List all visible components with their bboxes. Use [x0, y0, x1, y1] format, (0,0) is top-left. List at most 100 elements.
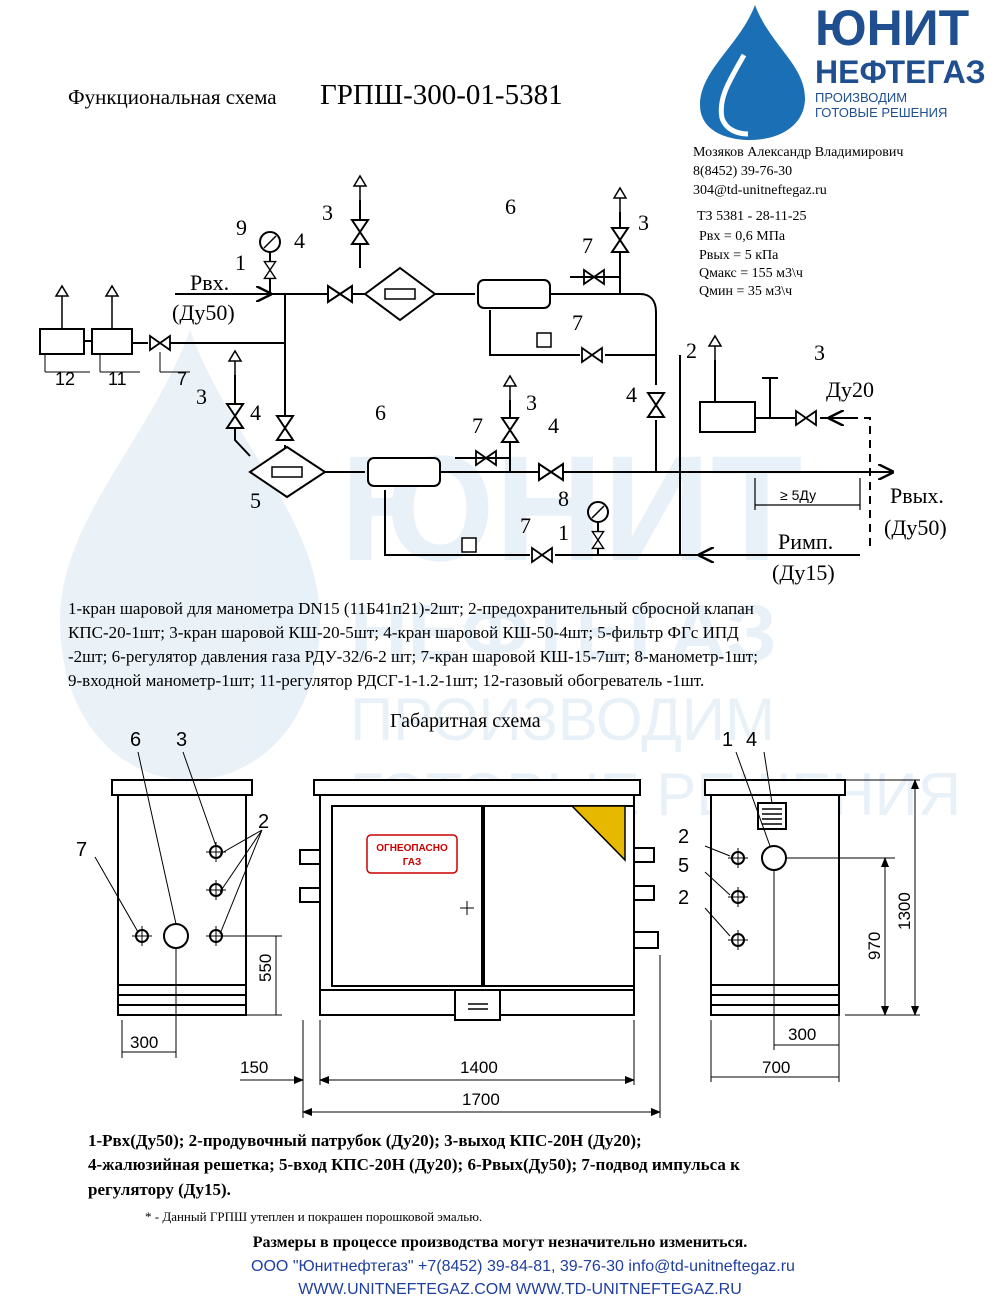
outlet-size: (Ду50): [884, 515, 947, 540]
warning-sticker-icon: [570, 805, 626, 862]
svg-text:НЕФТЕГАЗ: НЕФТЕГАЗ: [350, 588, 777, 677]
callout-1-low: 1: [558, 520, 569, 545]
callout-right-4: 4: [746, 729, 757, 751]
watermark: ЮНИТ НЕФТЕГАЗ ПРОИЗВОДИМ ГОТОВЫЕ РЕШЕНИЯ: [60, 330, 961, 828]
impulse-size: (Ду15): [772, 560, 835, 585]
callout-right-2b: 2: [678, 887, 689, 909]
callout-left-6: 6: [130, 729, 141, 751]
callout-3-right: 3: [638, 210, 649, 235]
side-view-right-dims: [704, 751, 920, 1082]
callout-7-bottom: 7: [472, 413, 483, 438]
logo-slogan-2: ГОТОВЫЕ РЕШЕНИЯ: [815, 105, 947, 120]
warning-sign: [366, 834, 458, 874]
legend-line: -2шт; 6-регулятор давления газа РДУ-32/6…: [68, 647, 758, 666]
logo-slogan-1: ПРОИЗВОДИМ: [815, 90, 907, 105]
dim-1700: 1700: [462, 1090, 500, 1109]
logo-drop-icon: [700, 5, 805, 140]
functional-schematic: [130, 294, 892, 555]
callout-9: 9: [236, 215, 247, 240]
dim-970: 970: [865, 932, 884, 960]
heater-icon: [39, 328, 85, 355]
dim-300-right: 300: [788, 1025, 816, 1044]
component-legend: 1-кран шаровой для манометра DN15 (11Б41…: [68, 599, 758, 690]
small-regulator-icon: [91, 328, 133, 355]
callout-4-left: 4: [250, 400, 261, 425]
dim-1300: 1300: [895, 892, 914, 930]
distance-label: ≥ 5Ду: [780, 487, 816, 503]
callout-left-3: 3: [176, 729, 187, 751]
dim-1400: 1400: [460, 1058, 498, 1077]
legend-line: 9-входной манометр-1шт; 11-регулятор РДС…: [68, 671, 704, 690]
spec-tz: ТЗ 5381 - 28-11-25: [697, 209, 807, 224]
specs-block: ТЗ 5381 - 28-11-25 Рвх = 0,6 МПа Рвых = …: [697, 209, 807, 299]
callout-right-5: 5: [678, 855, 689, 877]
valve-number: 7: [177, 369, 187, 389]
title-prefix: Функциональная схема: [68, 85, 277, 109]
callout-5: 5: [250, 488, 261, 513]
overall-callouts: 6 3 2 7 1 4 2 5 2: [76, 729, 757, 909]
footer-line-2: 4-жалюзийная решетка; 5-вход КПС-20Н (Ду…: [88, 1155, 740, 1174]
relief-valve-icon: [699, 401, 756, 433]
callout-4-right: 4: [626, 382, 637, 407]
side-view-left-dims: [94, 751, 282, 1058]
callout-right-1: 1: [722, 729, 733, 751]
callout-2: 2: [686, 338, 697, 363]
inlet-label: Рвх.: [190, 270, 229, 295]
dim-150: 150: [240, 1058, 268, 1077]
callout-6-top: 6: [505, 194, 516, 219]
title-model: ГРПШ-300-01-5381: [320, 79, 563, 111]
regulator-number: 11: [108, 369, 127, 389]
ball-valve-icon: [327, 285, 353, 303]
contact-name: Мозяков Александр Владимирович: [693, 145, 903, 160]
callout-6-bottom: 6: [375, 400, 386, 425]
front-view-dims: [240, 955, 661, 1118]
impulse-label: Римп.: [778, 529, 833, 554]
callout-left-2: 2: [258, 811, 269, 833]
contact-block: Мозяков Александр Владимирович 8(8452) 3…: [693, 145, 903, 198]
callout-4-top: 4: [294, 228, 305, 253]
heater-number: 12: [55, 369, 75, 389]
regulator-icon: [477, 279, 551, 309]
callout-3-top: 3: [322, 200, 333, 225]
footer-websites[interactable]: WWW.UNITNEFTEGAZ.COM WWW.TD-UNITNEFTEGAZ…: [298, 1281, 742, 1298]
footer-legend: 1-Рвх(Ду50); 2-продувочный патрубок (Ду2…: [88, 1131, 740, 1199]
callout-7-mid: 7: [572, 310, 583, 335]
dim-550: 550: [256, 954, 275, 982]
svg-text:ПРОИЗВОДИМ: ПРОИЗВОДИМ: [350, 686, 775, 753]
callout-8: 8: [558, 486, 569, 511]
functional-components: [39, 175, 817, 563]
contact-phone: 8(8452) 39-76-30: [693, 164, 792, 179]
legend-line: 1-кран шаровой для манометра DN15 (11Б41…: [68, 599, 754, 618]
spec-pout: Рвых = 5 кПа: [699, 248, 779, 263]
footer-company: ООО "Юнитнефтегаз" +7(8452) 39-84-81, 39…: [251, 1258, 795, 1275]
dimension-labels: 300 550 150 1400 1700 300 700 970 1300: [130, 892, 914, 1109]
vent-size: Ду20: [826, 377, 874, 402]
callout-4-bottom: 4: [548, 413, 559, 438]
side-view-left: [111, 779, 253, 1016]
company-logo: ЮНИТ НЕФТЕГАЗ ПРОИЗВОДИМ ГОТОВЫЕ РЕШЕНИЯ: [700, 0, 986, 140]
logo-name-2: НЕФТЕГАЗ: [815, 54, 986, 90]
footer-note: * - Данный ГРПШ утеплен и покрашен порош…: [145, 1209, 482, 1224]
warning-text-1: ОГНЕОПАСНО: [376, 843, 448, 854]
side-view-right: [704, 779, 846, 1016]
functional-labels: Рвх. (Ду50) Рвых. (Ду50) Римп. (Ду15) Ду…: [55, 194, 947, 585]
front-view: [299, 779, 659, 1021]
page-title: Функциональная схема ГРПШ-300-01-5381: [68, 79, 563, 111]
footer-line-1: 1-Рвх(Ду50); 2-продувочный патрубок (Ду2…: [88, 1131, 642, 1150]
callout-3-vent: 3: [814, 340, 825, 365]
callout-3-bottom: 3: [526, 390, 537, 415]
spec-qmax: Qмакс = 155 м3\ч: [699, 266, 803, 281]
legend-line: КПС-20-1шт; 3-кран шаровой КШ-20-5шт; 4-…: [68, 623, 739, 642]
dim-700: 700: [762, 1058, 790, 1077]
spec-qmin: Qмин = 35 м3\ч: [699, 284, 792, 299]
warning-text-2: ГАЗ: [403, 857, 422, 868]
dim-300-left: 300: [130, 1033, 158, 1052]
svg-text:ЮНИТ: ЮНИТ: [340, 424, 802, 592]
callout-1-top: 1: [235, 250, 246, 275]
callout-left-7: 7: [76, 839, 87, 861]
overall-title: Габаритная схема: [390, 710, 541, 732]
footer-disclaimer: Размеры в процессе производства могут не…: [253, 1234, 748, 1251]
contact-email: 304@td-unitneftegaz.ru: [693, 183, 827, 198]
inlet-size: (Ду50): [172, 300, 235, 325]
